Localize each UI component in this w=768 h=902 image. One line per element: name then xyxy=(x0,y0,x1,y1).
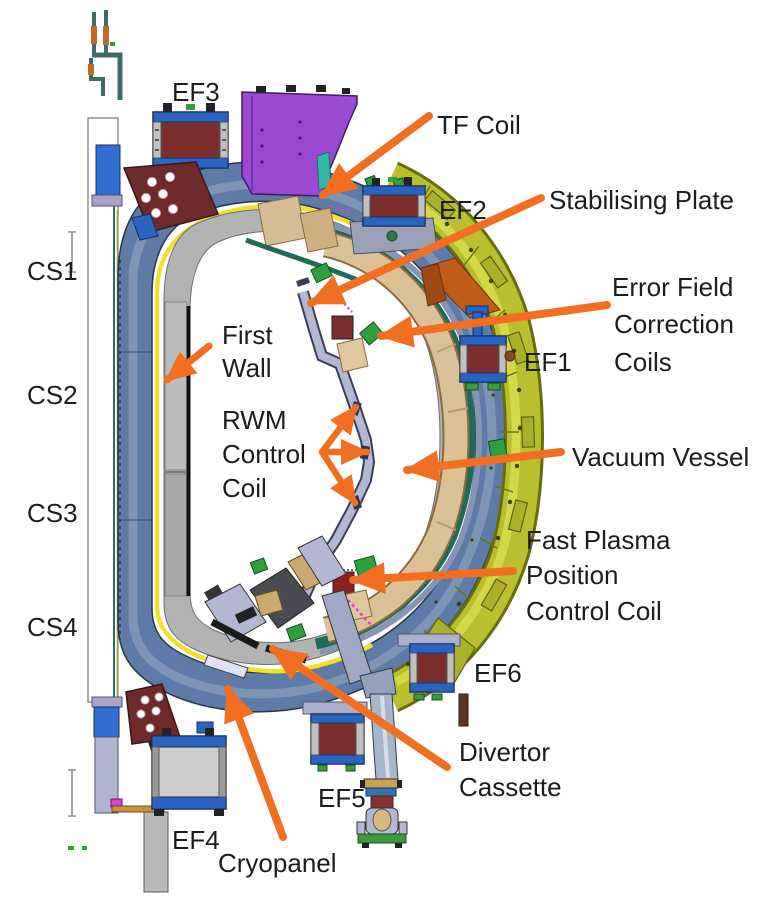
upper-vessel-blocks xyxy=(245,195,364,285)
arrow-error-field-correction-coils xyxy=(377,301,611,348)
lower-port-valve xyxy=(356,667,408,848)
error-field-correction-coil-upper xyxy=(310,262,384,373)
cs-lower-support-blue xyxy=(93,706,120,738)
label-rwm-control-coil: RWM Control Coil xyxy=(222,405,313,503)
label-first-wall: First Wall xyxy=(222,320,280,383)
shell-highlight xyxy=(393,187,521,687)
label-fast-plasma-position-control-coil: Fast Plasma Position Control Coil xyxy=(526,525,678,626)
label-tf-coil: TF Coil xyxy=(437,110,521,140)
vacuum-vessel-layers xyxy=(314,219,483,655)
tf-wedge-bolts xyxy=(260,120,302,164)
valve-green-base xyxy=(357,833,407,844)
arrow-stabilising-plate xyxy=(307,194,545,307)
upper-gusset-plate xyxy=(122,161,220,241)
ef6-support-rod xyxy=(458,693,469,727)
label-ef4: EF4 xyxy=(172,825,220,855)
label-ef2: EF2 xyxy=(439,195,487,225)
ef6-coil xyxy=(397,633,469,727)
arrow-cryopanel xyxy=(224,685,287,841)
cs-lower-column xyxy=(94,736,119,814)
cs-lower-cap xyxy=(91,696,123,708)
magenta-seal-dots-top xyxy=(329,204,353,216)
saddle-coil-maroon-upper xyxy=(331,315,354,340)
cs-upper-support-blue xyxy=(95,144,121,196)
label-ef1: EF1 xyxy=(524,347,572,377)
green-marker-bottom2 xyxy=(82,846,87,850)
ef4-coil xyxy=(151,728,227,816)
thermal-shield-band xyxy=(163,208,464,665)
label-cs4: CS4 xyxy=(27,612,78,642)
ef1-bracket xyxy=(420,257,501,319)
arrow-first-wall xyxy=(163,342,213,384)
coil-feeder-pipes xyxy=(88,10,123,100)
vessel-segment-seams xyxy=(436,343,469,531)
green-marker-bottom xyxy=(68,846,74,850)
label-vacuum-vessel: Vacuum Vessel xyxy=(572,442,749,472)
label-ef6: EF6 xyxy=(474,658,522,688)
vessel-outer-blue-band xyxy=(319,219,483,655)
lower-gravity-post xyxy=(143,811,169,893)
first-wall xyxy=(164,301,191,597)
label-cryopanel: Cryopanel xyxy=(218,848,337,878)
label-cs3: CS3 xyxy=(27,498,78,528)
arrow-divertor-cassette xyxy=(269,645,451,771)
plate-top-cap xyxy=(296,277,310,287)
label-cs2: CS2 xyxy=(27,380,78,410)
dim-bracket-upper xyxy=(68,231,76,273)
ef1-coil xyxy=(420,257,516,391)
callout-arrows xyxy=(163,112,611,841)
callout-labels: EF3 TF Coil EF2 Stabilising Plate CS1 Er… xyxy=(27,77,749,878)
label-cs1: CS1 xyxy=(27,256,78,286)
dim-bracket-lower xyxy=(68,769,76,817)
label-ef5: EF5 xyxy=(318,783,366,813)
arrow-rwm-lower xyxy=(318,448,359,507)
label-divertor-cassette: Divertor Cassette xyxy=(459,737,562,802)
arrow-vacuum-vessel xyxy=(403,448,565,483)
vessel-tan-band xyxy=(323,232,468,642)
tf-wedge-bolt-tabs xyxy=(256,85,350,94)
valve-red-ring xyxy=(370,795,394,810)
arrow-rwm-upper xyxy=(318,403,360,456)
label-stabilising-plate: Stabilising Plate xyxy=(549,185,734,215)
ef2-coil xyxy=(349,177,438,255)
label-error-field-correction-coils: Error Field Correction Coils xyxy=(612,272,741,377)
cs-upper-cap xyxy=(91,194,123,207)
cryopanel-strip xyxy=(203,654,249,679)
ef3-coil xyxy=(152,103,229,169)
arrow-fast-plasma-coil xyxy=(349,562,517,595)
arrow-tf-coil xyxy=(319,112,433,199)
cs-coil-column xyxy=(68,10,174,893)
label-ef3: EF3 xyxy=(172,77,220,107)
divertor-cassette-body xyxy=(249,567,315,629)
divertor-cassette-region xyxy=(203,535,373,685)
ef5-coil xyxy=(302,701,368,772)
